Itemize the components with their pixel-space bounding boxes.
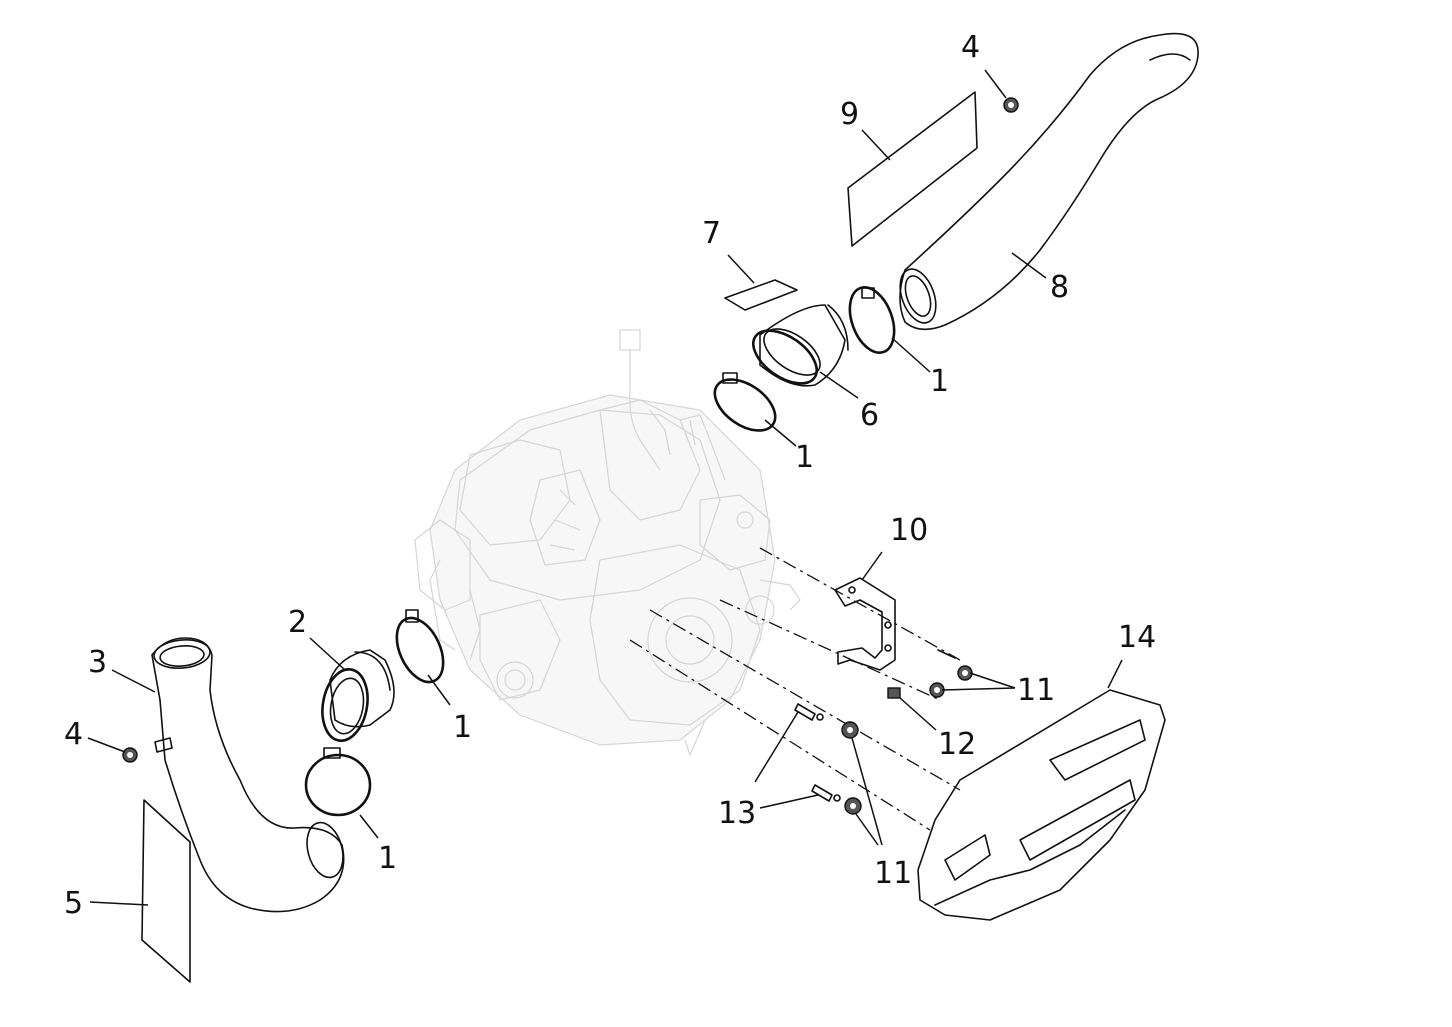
callout-9: 9 (840, 97, 859, 132)
callout-3: 3 (88, 645, 107, 680)
hose-clamp-lower (304, 747, 372, 817)
bracket-10 (834, 577, 896, 671)
alignment-lines (629, 547, 961, 831)
nuts-11 (841, 665, 973, 815)
callout-7: 7 (702, 216, 721, 251)
callout-14: 14 (1118, 620, 1156, 655)
upper-air-duct (899, 32, 1199, 331)
callout-13: 13 (718, 796, 756, 831)
cover-14 (917, 689, 1166, 921)
callout-5: 5 (64, 886, 83, 921)
callout-1-upper-right: 1 (930, 364, 949, 399)
decal-9 (847, 91, 978, 247)
callout-11-lower: 11 (874, 856, 912, 891)
engine-ghost (414, 329, 801, 756)
coupling-boot-2 (321, 649, 395, 742)
hose-clamp-upper-right (848, 286, 896, 354)
callout-8: 8 (1050, 270, 1069, 305)
nut-4-top (1003, 97, 1019, 113)
decal-5 (141, 799, 191, 983)
callout-1-lower: 1 (378, 841, 397, 876)
hose-clamp-upper-left (713, 372, 777, 432)
callout-4-top: 4 (961, 30, 980, 65)
callout-labels: 4 9 7 8 1 6 1 10 14 11 12 13 11 2 3 4 1 … (64, 30, 1156, 921)
callout-11-upper: 11 (1017, 673, 1055, 708)
callout-12: 12 (938, 727, 976, 762)
coupling-boot-6 (752, 304, 849, 387)
callout-6: 6 (860, 398, 879, 433)
bolt-12 (887, 649, 956, 699)
gasket-7 (724, 279, 798, 311)
nut-4-left (122, 747, 138, 763)
lower-air-duct (151, 637, 345, 913)
callout-1-upper-left: 1 (795, 440, 814, 475)
studs-13 (794, 703, 841, 802)
callout-4-left: 4 (64, 717, 83, 752)
callout-1-mid: 1 (453, 710, 472, 745)
leader-lines (87, 69, 1123, 906)
hose-clamp-mid (395, 609, 445, 684)
callout-2: 2 (288, 605, 307, 640)
callout-10: 10 (890, 513, 928, 548)
